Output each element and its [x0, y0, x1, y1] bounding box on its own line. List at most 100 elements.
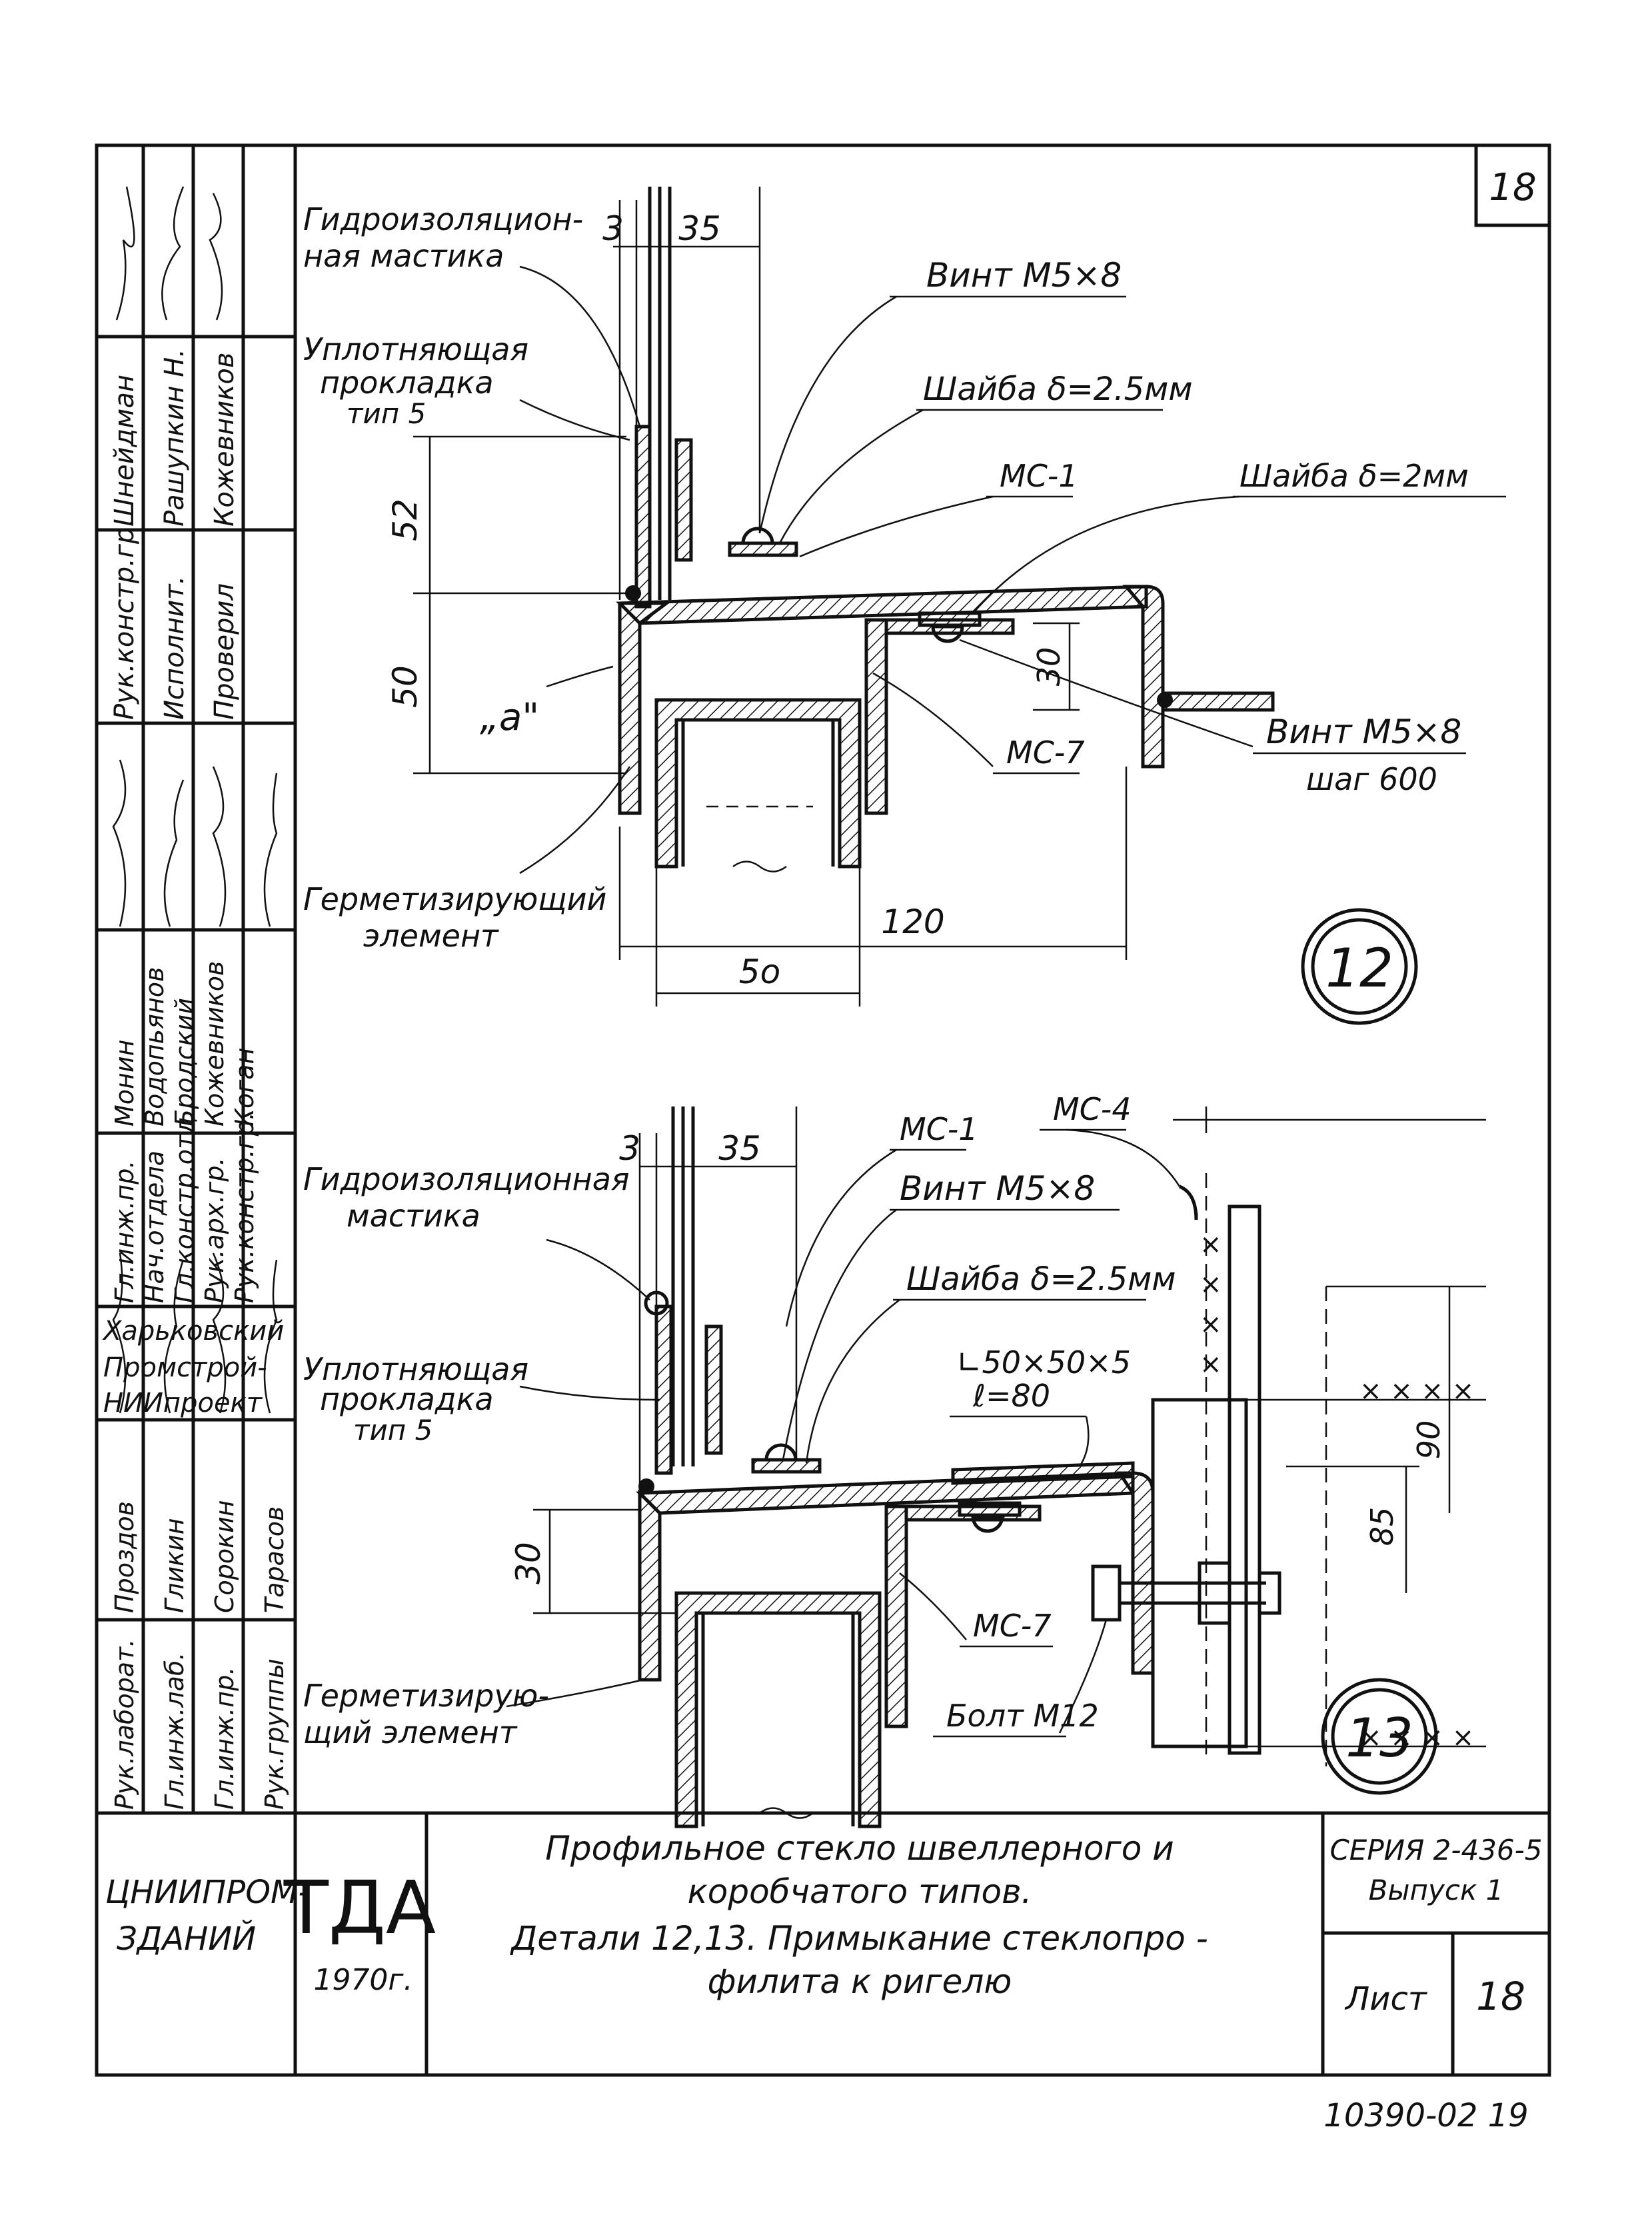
stamp-role: Рук.группы [260, 1658, 289, 1810]
label-seal2-12: элемент [363, 918, 499, 954]
dim-3-13: 3 [619, 1129, 640, 1168]
stamp-role: Гл.констр.отд [170, 1117, 199, 1303]
label-mastic2-13: мастика [347, 1198, 480, 1234]
dim-90-13: 90 [1411, 1420, 1447, 1460]
beam-top-12 [616, 585, 1148, 625]
title-line-2: коробчатого типов. [688, 1872, 1032, 1911]
series-line-2: Выпуск 1 [1369, 1874, 1504, 1906]
label-gasket3-12: тип 5 [347, 397, 426, 430]
mc1-plate-12 [674, 438, 693, 562]
stamp-name: Сорокин [210, 1500, 239, 1613]
label-seal1-13: Герметизирую- [303, 1678, 549, 1714]
stamp-name: Водопьянов [140, 967, 169, 1126]
angle-13 [951, 1461, 1135, 1485]
gasket-13 [654, 1304, 673, 1475]
label-mc7-12: МС-7 [1006, 735, 1085, 771]
dim-50h-12: 5о [739, 953, 780, 991]
stamp-role: Рук.констр.гр. [109, 519, 140, 720]
signature-mark [263, 773, 278, 927]
right-flange-12 [1161, 691, 1275, 712]
cross-marks: × [1200, 1269, 1222, 1300]
stamp-name: Бродский [170, 998, 199, 1126]
stamp-name: Кожевников [200, 961, 229, 1126]
bottom-code: 10390-02 19 [1323, 2097, 1528, 2134]
label-screw-right2-12: шаг 600 [1306, 761, 1437, 797]
stamp-role: Рук.лаборат. [110, 1639, 139, 1810]
dim-120-12: 120 [881, 903, 944, 941]
dim-52-12: 52 [386, 499, 424, 541]
label-mastic-12: Гидроизоляцион- [303, 201, 583, 237]
washer-13 [751, 1458, 822, 1474]
detail-12: 52 50 3 35 120 5о 30 Гидроизоляцион- ная… [303, 187, 1506, 1025]
label-gasket2-13: прокладка [320, 1381, 494, 1417]
stamp-role: Рук.констр.гр. [230, 1112, 259, 1303]
signature-mark [115, 186, 135, 321]
washer-inner-12 [918, 611, 982, 627]
stamp-org-line: НИИпроект [103, 1388, 263, 1418]
stamp-name: Гликин [160, 1518, 189, 1613]
dim-30-12: 30 [1031, 647, 1067, 687]
label-screw-top-12: Винт М5×8 [926, 256, 1122, 295]
signature-mark [112, 1252, 127, 1414]
screw-head-12 [741, 527, 774, 545]
sheet-label: Лист [1344, 1980, 1428, 2018]
dims-13: 3 35 30 90 85 [509, 1129, 1451, 1614]
mc4-13 [1178, 1184, 1198, 1220]
seal-dot-12b [625, 585, 641, 601]
series-line-1: СЕРИЯ 2-436-5 [1329, 1834, 1542, 1866]
beam-wall-right-12 [1122, 585, 1165, 769]
stamp-org-top: ТДА [283, 1865, 436, 1950]
signature-mark [263, 1259, 278, 1414]
stamp-name: Проздов [110, 1501, 139, 1613]
stamp-name: Рашупкин Н. [159, 349, 190, 527]
stamp-role: Нач.отдела [140, 1150, 169, 1303]
bolt-nut-13 [1091, 1564, 1122, 1622]
signature-mark [112, 759, 127, 927]
label-mc4-13: МС-4 [1053, 1091, 1132, 1127]
mc1-plate-13 [704, 1324, 723, 1455]
stamp-role: Гл.инж.пр. [110, 1160, 139, 1303]
title-line-4: филита к ригелю [708, 1962, 1012, 2001]
signature-mark [212, 766, 227, 927]
side-stamp: Рук.констр.гр. Исполнит. Проверил Шнейдм… [97, 145, 310, 1958]
signature-mark [163, 779, 185, 927]
dim-35-13: 35 [718, 1129, 761, 1168]
beam-wall-right-13 [1116, 1471, 1155, 1675]
screw-head-13 [764, 1443, 798, 1462]
washer-inner-13 [958, 1501, 1022, 1517]
dim-3-12: 3 [602, 209, 624, 248]
label-angle1-13: ∟50×50×5 [956, 1344, 1131, 1380]
label-mastic1-13: Гидроизоляционная [303, 1161, 630, 1197]
dim-35-12: 35 [678, 209, 721, 248]
label-washer-13: Шайба δ=2.5мм [906, 1260, 1176, 1298]
label-gasket1-12: Уплотняющая [303, 331, 528, 367]
stamp-name: Шнейдман [109, 375, 140, 527]
glass-box-12 [654, 698, 862, 869]
label-mc7-13: МС-7 [973, 1608, 1052, 1644]
screw-inner-12 [931, 625, 964, 643]
cross-marks: × [1200, 1309, 1222, 1340]
dims-12: 52 50 3 35 120 5о 30 [386, 200, 1128, 1007]
beam-inner-13 [884, 1504, 908, 1728]
stamp-org-left-1: ЦНИИПРОМ- [105, 1874, 310, 1911]
label-seal1-12: Герметизирующий [303, 881, 606, 917]
label-gasket3-13: тип 5 [353, 1414, 432, 1446]
glass-box-13 [674, 1591, 882, 1828]
top-sheet-number-box: 18 [1474, 143, 1551, 227]
stamp-org-left-2: ЗДАНИЙ [117, 1920, 256, 1958]
detail-12-marker [1301, 908, 1418, 1025]
stamp-org-line: Промстрой- [103, 1352, 267, 1383]
stamp-name: Тарасов [260, 1506, 289, 1613]
stamp-org-line: Харьковский [102, 1316, 284, 1346]
beam-wall-left-13 [638, 1488, 662, 1682]
detail-13: × × × × × × × × × × × × 3 35 [303, 1091, 1486, 1828]
detail-13-number: 13 [1345, 1707, 1413, 1769]
stamp-year: 1970г. [313, 1963, 413, 1997]
seal-dot-12 [1157, 692, 1173, 708]
dim-85-13: 85 [1364, 1507, 1400, 1546]
label-gasket1-13: Уплотняющая [303, 1351, 528, 1387]
signature-mark [212, 1252, 227, 1414]
label-seal2-13: щий элемент [303, 1714, 518, 1750]
cross-marks: × × × × [1359, 1376, 1474, 1406]
